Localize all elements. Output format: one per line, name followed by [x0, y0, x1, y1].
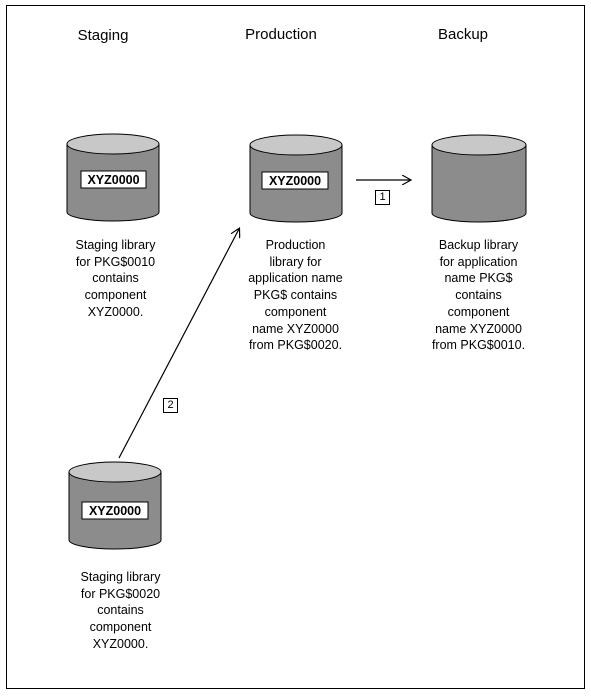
production-description: Production library for application name …	[233, 237, 358, 354]
desc-line: PKG$ contains	[253, 288, 338, 303]
desc-line: library for	[269, 254, 322, 269]
desc-line: application name	[248, 271, 343, 286]
desc-line: component	[84, 288, 147, 303]
staging-top-component-label: XYZ0000	[87, 173, 139, 187]
diagram-frame	[6, 5, 585, 689]
desc-line: for application	[439, 254, 518, 269]
desc-line: Backup library	[438, 238, 519, 252]
backup-library-cylinder	[431, 134, 527, 223]
column-title-production: Production	[245, 26, 317, 43]
production-component-label: XYZ0000	[269, 174, 321, 188]
desc-line: Staging library	[75, 238, 156, 252]
staging-library-cylinder-bottom: XYZ0000	[68, 461, 162, 550]
staging-bottom-label-box	[81, 501, 149, 520]
desc-line: name XYZ0000	[435, 321, 522, 336]
desc-line: from PKG$0010.	[431, 338, 526, 353]
desc-line: from PKG$0020.	[248, 338, 343, 353]
step-marker-1: 1	[375, 190, 390, 205]
step-marker-2: 2	[163, 398, 178, 413]
desc-line: component	[447, 304, 510, 319]
staging-top-label-box	[80, 170, 147, 189]
backup-description: Backup library for application name PKG$…	[416, 237, 541, 354]
production-label-box	[261, 171, 329, 190]
staging-bottom-component-label: XYZ0000	[89, 504, 141, 518]
staging-top-description: Staging library for PKG$0010 contains co…	[53, 237, 178, 321]
desc-line: component	[264, 304, 327, 319]
desc-line: contains	[92, 271, 139, 286]
staging-bottom-description: Staging library for PKG$0020 contains co…	[58, 569, 183, 653]
staging-library-cylinder-top: XYZ0000	[66, 133, 160, 222]
desc-line: for PKG$0010	[75, 254, 156, 269]
desc-line: component	[89, 620, 152, 635]
column-title-staging: Staging	[77, 27, 129, 44]
desc-line: contains	[455, 288, 502, 303]
desc-line: name XYZ0000	[252, 321, 339, 336]
desc-line: Staging library	[80, 570, 161, 584]
desc-line: Production	[265, 238, 326, 252]
desc-line: XYZ0000.	[87, 304, 144, 319]
production-library-cylinder: XYZ0000	[249, 134, 343, 223]
column-title-backup: Backup	[437, 26, 489, 43]
desc-line: for PKG$0020	[80, 586, 161, 601]
desc-line: name PKG$	[444, 271, 513, 286]
desc-line: contains	[97, 603, 144, 618]
arrow-staging-to-production	[118, 229, 239, 459]
desc-line: XYZ0000.	[92, 636, 149, 651]
